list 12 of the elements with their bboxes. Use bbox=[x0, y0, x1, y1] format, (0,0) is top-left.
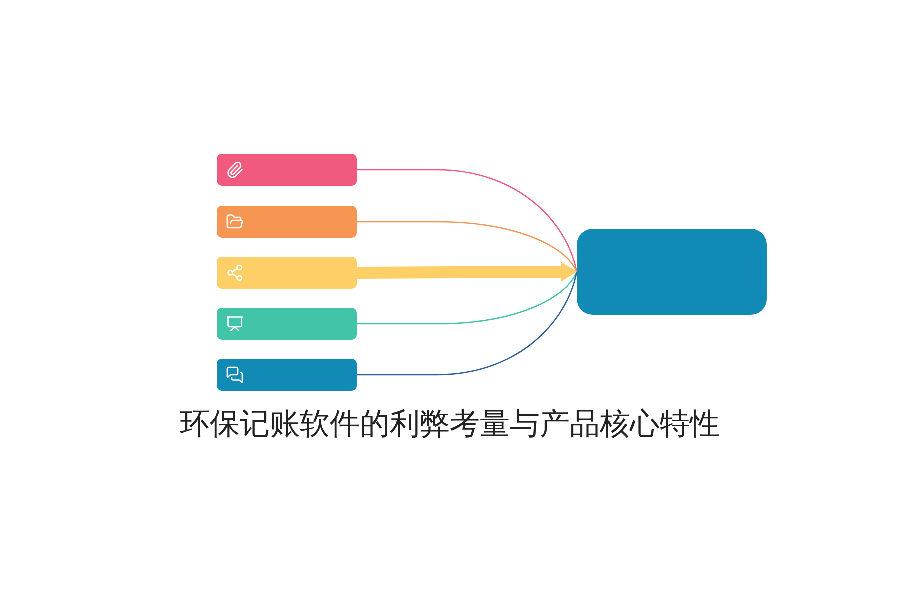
curved-connector bbox=[357, 169, 578, 272]
color-bar bbox=[217, 359, 357, 391]
curved-connector bbox=[357, 272, 578, 325]
color-bar bbox=[217, 154, 357, 186]
thick-arrow bbox=[356, 262, 577, 282]
color-bar bbox=[217, 257, 357, 289]
color-bar bbox=[217, 308, 357, 340]
curved-connector bbox=[357, 272, 578, 376]
rounded-box bbox=[577, 229, 767, 315]
diagram-title: 环保记账软件的利弊考量与产品核心特性 bbox=[179, 406, 721, 444]
color-bar bbox=[217, 206, 357, 238]
curved-connector bbox=[357, 221, 578, 272]
